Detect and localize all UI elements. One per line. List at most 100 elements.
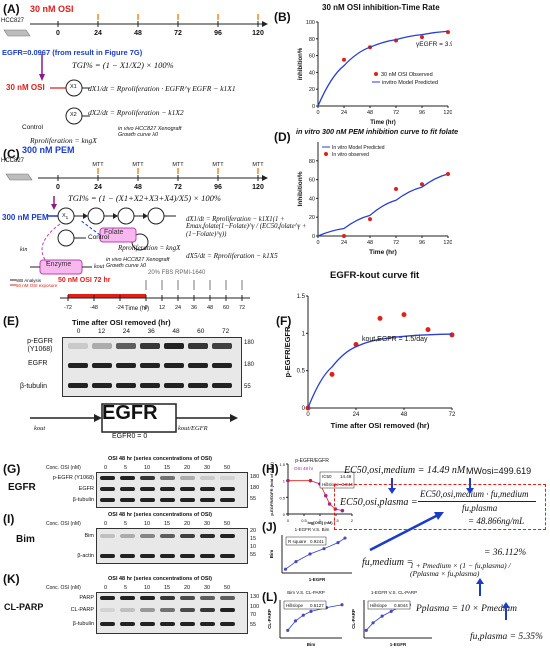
fit-line [285, 537, 346, 570]
conc-value: 15 [164, 585, 171, 591]
blot-band [160, 608, 175, 612]
y-tick-label: 1.5 [279, 462, 285, 467]
x-tick-label: 0 [287, 518, 290, 523]
panel-a-eq2: dX2/dt = Rproliferation − k1X2 [88, 108, 184, 117]
mtt-label: MTT [172, 12, 184, 14]
panel-k-label: CL-PARP [4, 602, 44, 612]
blot-band [116, 363, 136, 368]
formula-arrows [369, 478, 510, 620]
lane-label: 48 [172, 328, 180, 335]
blot-band [160, 476, 175, 480]
panel-e-egfr-diagram [30, 403, 238, 433]
mw-marker: 55 [250, 622, 257, 628]
blot-band [100, 554, 115, 558]
data-point [329, 371, 335, 377]
blot-band [200, 476, 215, 480]
conc-label: Conc. OSI (nM) [46, 585, 81, 591]
x-axis-label: 1-EGFR [390, 642, 407, 647]
hill-label: Hillslope [322, 482, 340, 487]
blot-band [160, 487, 175, 491]
series-line [317, 173, 449, 237]
timeline-tick-label: -72 [64, 305, 72, 311]
hill-label: Hillslope [286, 603, 304, 608]
timeline-tick-label: -48 [90, 305, 98, 311]
panel-a-invivo: in vivo HCC827 Xenograft Growth curve λ0 [118, 126, 182, 138]
mtt-label: MTT [132, 162, 144, 168]
stats-box [285, 536, 327, 546]
mw-marker: 130 [250, 594, 260, 600]
y-axis-label: inhibition% [298, 47, 304, 80]
data-point [368, 217, 372, 222]
y-tick-label: 80 [309, 37, 315, 43]
x-axis-label: Time (hr) [370, 120, 396, 126]
panel-c-eq1: dX1/dt = Rproliferation − k1X1(1 + Emax,… [186, 216, 307, 238]
formula-ec50-plasma-lhs: EC50,osi,plasma = [340, 497, 418, 508]
blot-band [116, 383, 136, 388]
panel-d-title: in vitro 300 nM PEM inhibition curve to … [296, 127, 459, 136]
timeline-tick-label: -24 [116, 305, 124, 311]
blot-band [140, 476, 155, 480]
x-tick-label: 2 [351, 518, 354, 523]
osi-exposure-bar [68, 294, 146, 298]
panel-label-l: (L) [262, 590, 278, 604]
panel-c-folate: Folate [104, 229, 124, 236]
panel-i-blot: OSI 48 hr (series concentrations of OSI)… [46, 512, 256, 564]
timeline-tick-label: 0 [56, 184, 60, 191]
mw-marker: 10 [250, 544, 257, 550]
y-tick-label: 0.5 [297, 369, 306, 375]
conc-value: 10 [144, 521, 151, 527]
blot-band [120, 534, 135, 538]
conc-value: 5 [124, 585, 128, 591]
x-tick-label: 24 [341, 240, 347, 246]
y-tick-label: 1 [283, 479, 286, 484]
panel-e-kout-left: kout [34, 425, 46, 432]
panel-c-eq2: dX5/dt = Rproliferation − k1X5 [186, 252, 278, 260]
panel-label-d: (D) [274, 130, 291, 144]
panel-label-g: (G) [3, 462, 21, 476]
mw-marker: 55 [250, 552, 257, 558]
panel-a-cell: HCC827 [1, 18, 25, 24]
blot-band [116, 343, 136, 349]
timeline-tick-label: 120 [252, 184, 264, 191]
panel-a-egfr-note: EGFR=0.0967 (from result in Figure 7G) [2, 48, 143, 57]
mtt-label: MTT [92, 162, 104, 168]
panel-e-timelabel: Time (hr) [125, 306, 150, 312]
blot-band [140, 487, 155, 491]
blot-row-label: β-actin [77, 553, 94, 559]
timeline-tick-label: 120 [252, 30, 264, 37]
timeline-tick-label: 24 [94, 30, 102, 37]
panel-e-legend1: WB Analysis [16, 278, 42, 283]
ic50-value: 14.49 [340, 474, 352, 479]
y-tick-label: 0.5 [279, 495, 285, 500]
mtt-label: MTT [212, 162, 224, 168]
conc-value: 10 [144, 465, 151, 471]
blot-band [180, 554, 195, 558]
blot-band [120, 476, 135, 480]
conc-label: Conc. OSI (nM) [46, 521, 81, 527]
conc-value: 0 [104, 585, 108, 591]
y-axis-label: Inhibition% [297, 171, 304, 206]
blot-band [160, 622, 175, 626]
x-tick-label: 72 [393, 110, 399, 116]
y-tick-label: 40 [309, 70, 315, 76]
legend-label-predicted: invitro Model Predicted [382, 80, 438, 86]
blot-row-label: p-EGFR (Y1068) [52, 475, 94, 481]
x-axis-label: log[OSI] (nM) [307, 520, 333, 525]
lane-label: 36 [147, 328, 155, 335]
data-point [342, 57, 346, 62]
data-point [401, 312, 407, 318]
chart-h-legend: OSI 48 hr [294, 466, 314, 471]
timeline-tick-label: 96 [214, 184, 222, 191]
mw-marker: 70 [250, 612, 257, 618]
data-point [394, 187, 398, 191]
conc-value: 0 [104, 465, 108, 471]
y-tick-label: 60 [309, 178, 315, 184]
legend-label-predicted: In vitro Model Predicted [332, 145, 385, 151]
panel-e-legend2: 50 nM OSI exposure [16, 283, 58, 288]
conc-value: 20 [184, 465, 191, 471]
conc-value: 50 [224, 585, 231, 591]
x-tick-label: 120 [443, 110, 452, 116]
